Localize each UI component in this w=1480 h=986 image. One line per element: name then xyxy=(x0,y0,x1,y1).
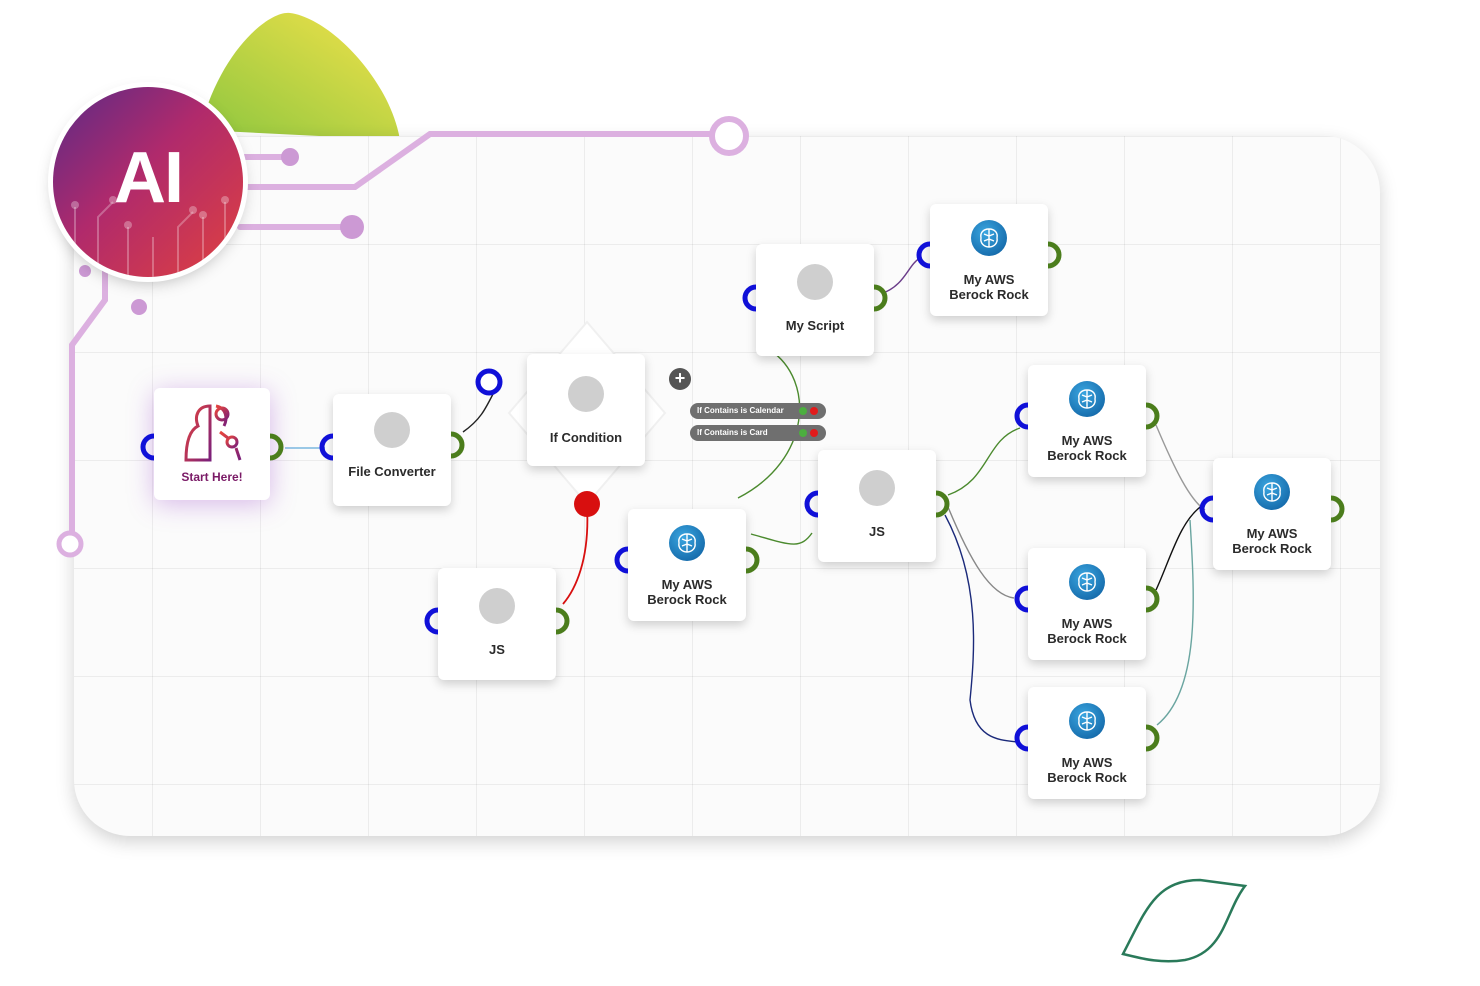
brain-icon xyxy=(1254,474,1290,510)
ai-badge: AI xyxy=(53,87,243,277)
true-port-icon[interactable] xyxy=(799,407,807,415)
brain-icon xyxy=(1069,381,1105,417)
condition-calendar[interactable]: If Contains is Calendar xyxy=(690,403,826,419)
file-converter-node[interactable]: File Converter xyxy=(333,394,451,506)
true-port-icon[interactable] xyxy=(799,429,807,437)
js-node-center[interactable]: JS xyxy=(818,450,936,562)
condition-calendar-label: If Contains is Calendar xyxy=(697,406,784,415)
add-condition-button[interactable]: + xyxy=(669,368,691,390)
js-node-bottom-label: JS xyxy=(489,642,505,657)
brain-icon xyxy=(1069,703,1105,739)
ai-badge-text: AI xyxy=(114,138,184,218)
js-node-center-label: JS xyxy=(869,524,885,539)
brain-icon xyxy=(1069,564,1105,600)
false-port-icon[interactable] xyxy=(810,429,818,437)
brain-icon xyxy=(971,220,1007,256)
condition-card-label: If Contains is Card xyxy=(697,428,768,437)
circuit-pattern-icon xyxy=(71,196,229,277)
file-converter-label: File Converter xyxy=(348,464,436,479)
condition-card[interactable]: If Contains is Card xyxy=(690,425,826,441)
node-placeholder-icon xyxy=(568,376,604,412)
if-condition-node[interactable]: If Condition xyxy=(527,354,645,466)
node-placeholder-icon xyxy=(479,588,515,624)
false-port-icon[interactable] xyxy=(810,407,818,415)
node-placeholder-icon xyxy=(859,470,895,506)
my-script-node[interactable]: My Script xyxy=(756,244,874,356)
if-condition-label: If Condition xyxy=(549,430,623,445)
start-person-gear-icon xyxy=(184,404,242,462)
error-output-port[interactable] xyxy=(574,491,600,517)
my-script-label: My Script xyxy=(785,318,845,333)
start-node-label: Start Here! xyxy=(181,470,243,484)
node-placeholder-icon xyxy=(797,264,833,300)
decorative-leaf-outline xyxy=(1121,878,1248,963)
brain-icon xyxy=(669,525,705,561)
node-placeholder-icon xyxy=(374,412,410,448)
decorative-blob xyxy=(200,12,400,140)
js-node-bottom[interactable]: JS xyxy=(438,568,556,680)
start-node[interactable]: Start Here! xyxy=(154,388,270,500)
